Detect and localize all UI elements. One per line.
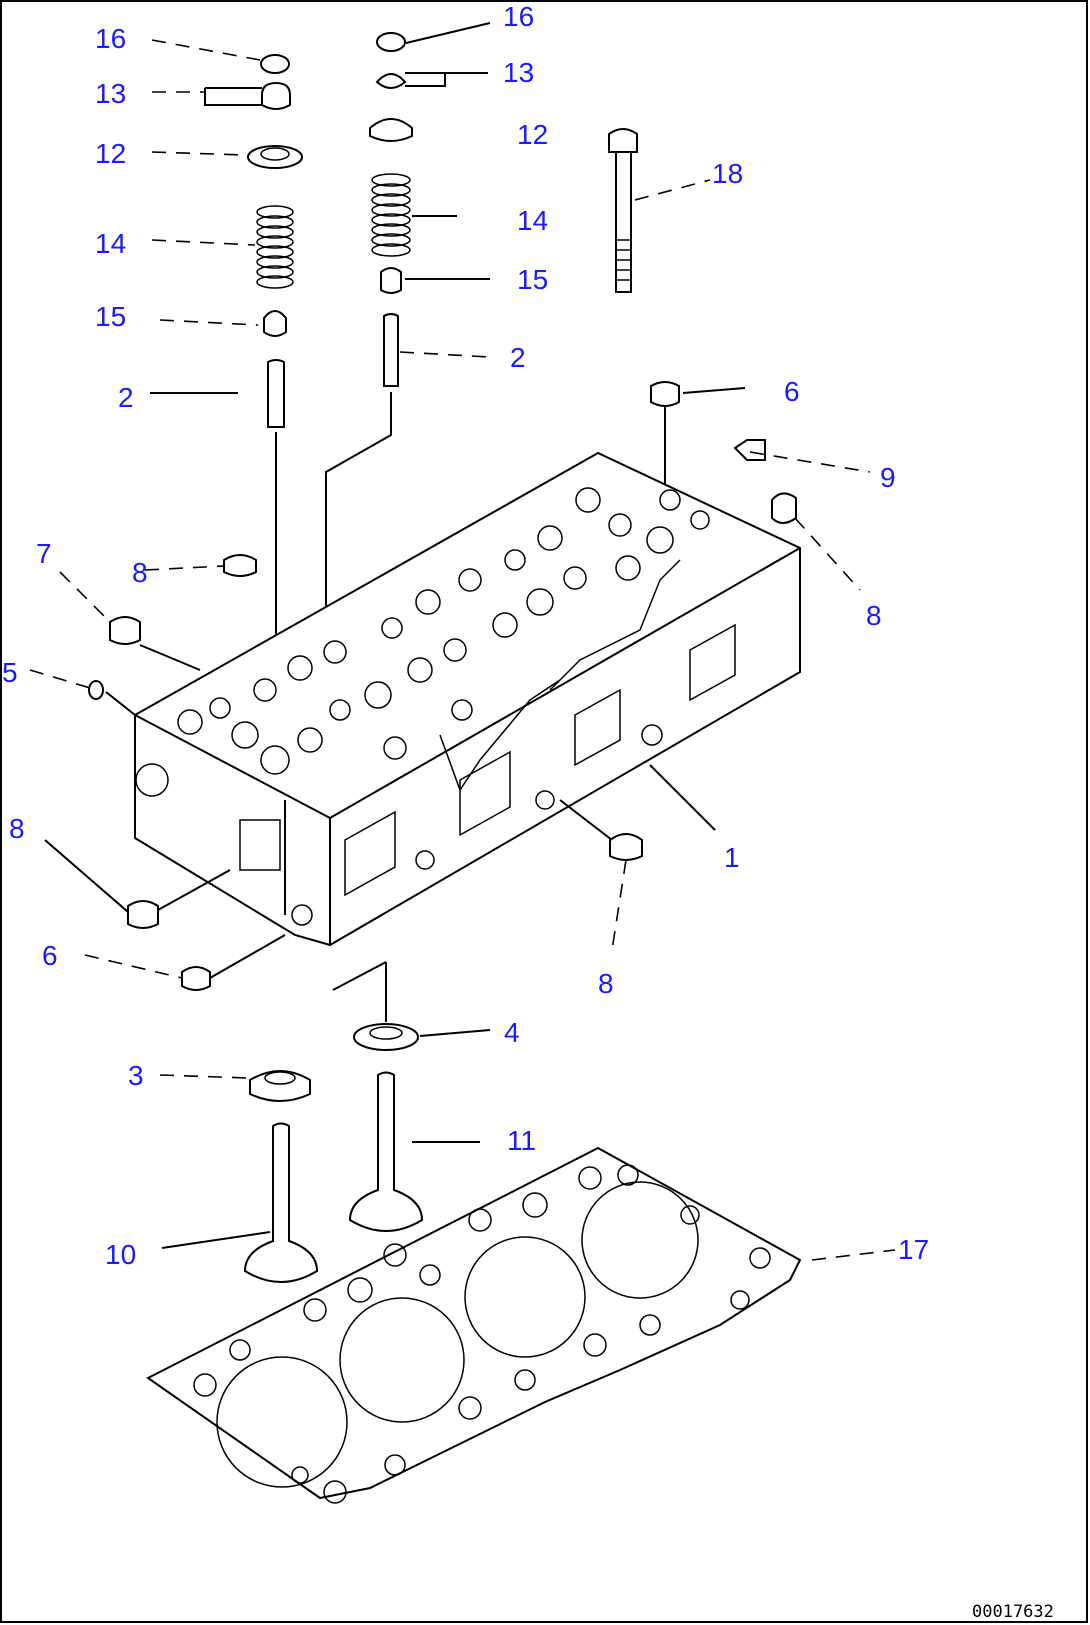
callout-15-left: 15 <box>95 301 126 332</box>
callout-10: 10 <box>105 1239 136 1270</box>
callout-labels: 16 13 12 14 15 2 16 13 12 14 15 2 18 6 9… <box>2 1 929 1270</box>
callout-7: 7 <box>36 538 52 569</box>
head-bolt <box>608 128 638 293</box>
callout-4: 4 <box>504 1017 520 1048</box>
loose-parts <box>88 381 797 991</box>
callout-1: 1 <box>724 842 740 873</box>
callout-16-right: 16 <box>503 1 534 32</box>
callout-3: 3 <box>128 1060 144 1091</box>
callout-9: 9 <box>880 462 896 493</box>
callout-5: 5 <box>2 657 18 688</box>
callout-6-bottom: 6 <box>42 940 58 971</box>
callout-11: 11 <box>507 1125 536 1156</box>
callout-6-top: 6 <box>784 376 800 407</box>
callout-2-right: 2 <box>510 342 526 373</box>
head-top-ports <box>177 487 710 775</box>
valve-spring-center <box>371 173 411 257</box>
callout-17: 17 <box>898 1234 929 1265</box>
valve-stack-center <box>325 32 413 720</box>
callout-18: 18 <box>712 158 743 189</box>
callout-8-right: 8 <box>866 600 882 631</box>
leader-lines <box>29 22 896 1261</box>
callout-14-right: 14 <box>517 205 548 236</box>
callout-8-lower-left: 8 <box>9 813 25 844</box>
callout-13-right: 13 <box>503 57 534 88</box>
callout-14-left: 14 <box>95 228 126 259</box>
cylinder-head <box>134 451 801 947</box>
callout-15-right: 15 <box>517 264 548 295</box>
drawing-code: 00017632 <box>972 1602 1054 1622</box>
callout-8-bottom: 8 <box>598 968 614 999</box>
head-gasket <box>146 1146 802 1504</box>
gasket-holes <box>193 1164 771 1504</box>
callout-13-left: 13 <box>95 78 126 109</box>
valve-spring-left <box>256 205 294 289</box>
callout-16-left: 16 <box>95 23 126 54</box>
valve-seals-and-valves <box>243 1023 424 1283</box>
callout-12-left: 12 <box>95 138 126 169</box>
callout-12-right: 12 <box>517 119 548 150</box>
callout-2-left: 2 <box>118 382 134 413</box>
valve-stack-left <box>247 54 303 760</box>
head-side-details <box>135 559 736 926</box>
callout-8-upper-left: 8 <box>132 557 148 588</box>
